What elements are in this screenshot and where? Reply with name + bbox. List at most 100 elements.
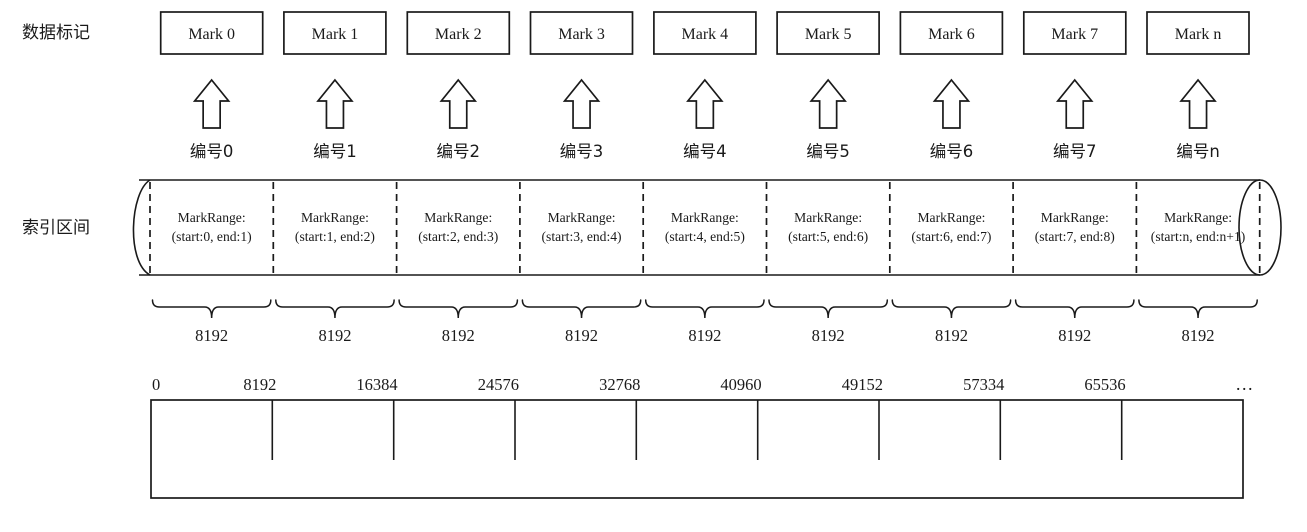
mark-box-label: Mark n xyxy=(1175,26,1222,43)
segment-brace xyxy=(275,299,395,319)
mark-box-group: Mark 0 Mark 1 Mark 2 Mark 3 Mark 4 Mark 5 Mark… xyxy=(159,11,1250,55)
mark-range-bounds: (start:7, end:8) xyxy=(1035,229,1115,245)
mark-range-title: MarkRange: xyxy=(917,210,985,225)
storage-tick-group xyxy=(271,400,1123,460)
mark-range-cell: MarkRange: (start:7, end:8) xyxy=(1035,210,1115,245)
number-label: 编号4 xyxy=(683,142,727,161)
mark-range-bounds: (start:0, end:1) xyxy=(172,229,252,245)
segment-brace xyxy=(1138,299,1258,319)
segment-brace xyxy=(398,299,519,319)
scale-tick-label: 24576 xyxy=(478,375,519,394)
mark-range-cell: MarkRange: (start:2, end:3) xyxy=(418,210,498,245)
segment-size-label: 8192 xyxy=(195,326,228,345)
mark-range-bounds: (start:6, end:7) xyxy=(911,229,991,245)
mark-box-label: Mark 6 xyxy=(928,26,975,43)
mark-box-label: Mark 2 xyxy=(435,26,482,43)
up-arrow-icon xyxy=(1179,78,1217,129)
mark-box: Mark 2 xyxy=(406,11,511,55)
index-cylinder xyxy=(132,179,1282,276)
scale-label-group: 0 8192 16384 24576 32768 40960 49152 57334 65536 xyxy=(152,375,1126,394)
mark-range-cell: MarkRange: (start:1, end:2) xyxy=(295,210,375,245)
mark-range-cell: MarkRange:(start:5, end:6) xyxy=(788,210,868,245)
mark-box-label: Mark 3 xyxy=(558,26,605,43)
number-label: 编号7 xyxy=(1053,142,1097,161)
segment-size-label: 8192 xyxy=(442,326,475,345)
number-label: 编号2 xyxy=(437,142,481,161)
scale-tick-label: 57334 xyxy=(963,375,1004,394)
mark-range-bounds: (start:4, end:5) xyxy=(665,229,745,245)
segment-brace xyxy=(891,299,1012,319)
mark-range-cell: MarkRange: (start:4, end:5) xyxy=(665,210,745,245)
up-arrow-group xyxy=(192,78,1217,129)
mark-range-bounds: (start:1, end:2) xyxy=(295,229,375,245)
segment-brace xyxy=(521,299,642,319)
storage-rectangle xyxy=(150,399,1244,499)
segment-size-label: 8192 xyxy=(812,326,845,345)
segment-size-label: 8192 xyxy=(935,326,968,345)
segment-brace xyxy=(151,299,272,319)
mark-range-bounds: (start:2, end:3) xyxy=(418,229,498,245)
segment-brace xyxy=(644,299,765,319)
scale-tick-label: 8192 xyxy=(243,375,276,394)
mark-box: Mark 1 xyxy=(283,11,387,55)
mark-range-title: MarkRange: xyxy=(1164,210,1232,225)
number-label: 编号6 xyxy=(930,142,974,161)
mark-box-label: Mark 7 xyxy=(1051,26,1098,43)
mark-range-title: MarkRange: xyxy=(548,210,616,225)
cylinder-left-cap xyxy=(132,179,151,276)
mark-range-bounds: (start:3, end:4) xyxy=(542,229,622,245)
row-label-index-range: 索引区间 xyxy=(22,218,90,238)
mark-range-title: MarkRange: xyxy=(424,210,492,225)
mark-range-title: MarkRange: xyxy=(178,210,246,225)
mark-box: Mark 6 xyxy=(899,11,1004,55)
mark-range-title: MarkRange: xyxy=(301,210,369,225)
row-label-data-mark: 数据标记 xyxy=(22,23,90,43)
mark-box: Mark 3 xyxy=(529,11,634,55)
scale-tick-label: 40960 xyxy=(720,375,761,394)
number-label: 编号0 xyxy=(190,142,234,161)
mark-range-title: MarkRange: xyxy=(671,210,739,225)
mark-box-label: Mark 4 xyxy=(682,26,729,43)
segment-size-label: 8192 xyxy=(1182,326,1215,345)
scale-tick-label: 65536 xyxy=(1084,375,1125,394)
up-arrow-icon xyxy=(686,78,724,129)
up-arrow-icon xyxy=(192,78,231,129)
mark-range-cell: MarkRange: (start:3, end:4) xyxy=(542,210,622,245)
mark-box-label: Mark 5 xyxy=(805,26,852,43)
segment-size-label: 8192 xyxy=(688,326,721,345)
up-arrow-icon xyxy=(1055,78,1094,129)
up-arrow-icon xyxy=(439,78,478,129)
segment-brace xyxy=(1014,299,1135,319)
mark-box: Mark 7 xyxy=(1022,11,1127,55)
mark-box: Mark 5 xyxy=(776,11,880,55)
brace-group xyxy=(151,299,1258,319)
mark-box: Mark 4 xyxy=(653,11,757,55)
mark-range-title: MarkRange: xyxy=(794,210,862,225)
number-label: 编号5 xyxy=(806,142,850,161)
mark-range-cell: MarkRange: (start:0, end:1) xyxy=(172,210,252,245)
number-label: 编号3 xyxy=(560,142,604,161)
mark-box-label: Mark 1 xyxy=(312,26,359,43)
scale-ellipsis: … xyxy=(1235,374,1255,394)
range-text-group: MarkRange:(start:0, end:1)MarkRange:(sta… xyxy=(172,210,1246,245)
up-arrow-icon xyxy=(316,78,354,129)
scale-tick-label: 49152 xyxy=(842,375,883,394)
up-arrow-icon xyxy=(809,78,847,129)
mark-range-cell: MarkRange: (start:6, end:7) xyxy=(911,210,991,245)
mark-box: Mark n xyxy=(1146,11,1250,55)
scale-tick-label: 32768 xyxy=(599,375,640,394)
mark-box: Mark 0 xyxy=(159,11,264,55)
mark-range-title: MarkRange: xyxy=(1041,210,1109,225)
segment-size-label: 8192 xyxy=(1058,326,1091,345)
scale-tick-label: 0 xyxy=(152,375,160,394)
segment-brace xyxy=(768,299,889,319)
up-arrow-icon xyxy=(932,78,971,129)
scale-tick-label: 16384 xyxy=(356,375,397,394)
cell-divider-group xyxy=(149,182,1261,273)
mark-range-cell: MarkRange:(start:n, end:n+1) xyxy=(1151,210,1246,245)
cylinder-right-cap xyxy=(1238,179,1282,276)
segment-size-label: 8192 xyxy=(318,326,351,345)
